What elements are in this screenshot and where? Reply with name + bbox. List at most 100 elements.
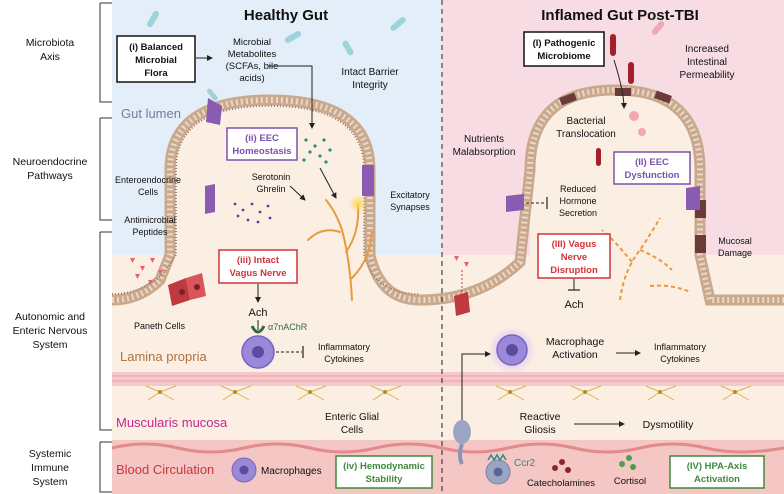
vagus-disruption-line2: Nerve [561, 252, 587, 263]
ccr2-label: Ccr2 [514, 458, 536, 469]
mucosal-damage-line2: Damage [718, 248, 752, 258]
antimicrobial-line2: Peptides [132, 227, 168, 237]
circulating-macrophage-nucleus [239, 465, 249, 475]
inflamed-eec-cell [506, 194, 524, 212]
gut-lumen-label: Gut lumen [121, 106, 181, 121]
antimicrobial-line1: Antimicrobial [124, 215, 176, 225]
glial-label-line2: Cells [341, 425, 363, 436]
recruitment-arrow [461, 351, 491, 420]
row-label-microbiota: Microbiota [26, 37, 75, 49]
excitatory-line1: Excitatory [390, 190, 430, 200]
intact-vagus-line1: (iii) Intact [237, 255, 280, 266]
row-label-systemic: Systemic [29, 448, 72, 460]
balanced-flora-line3: Flora [144, 68, 168, 79]
eec-cell-left [205, 184, 215, 214]
metabolite-arrow [319, 167, 337, 199]
hpa-axis-line1: (IV) HPA-Axis [687, 461, 748, 472]
balanced-flora-line2: Microbial [135, 55, 177, 66]
eec-label-line1: Enteroendocrine [115, 175, 181, 185]
vagus-disruption-box [537, 233, 611, 279]
permeability-line2: Intestinal [687, 57, 727, 68]
hemodynamic-box [335, 455, 433, 489]
eec-homeostasis-line1: (ii) EEC [245, 133, 279, 144]
muscularis-label: Muscularis mucosa [116, 415, 228, 430]
hemodynamic-line2: Stability [366, 474, 404, 485]
serotonin-arrow [289, 185, 306, 201]
pathogenic-bacteria [596, 21, 665, 166]
transmigrating-monocyte [453, 420, 471, 444]
ccr2-receptor-icon [487, 453, 507, 462]
balanced-flora-box [116, 35, 196, 83]
eec-cell-top [206, 98, 222, 125]
macrophage-activation-line1: Macrophage [546, 336, 605, 348]
gliosis-line2: Gliosis [524, 424, 556, 436]
activated-macrophage-nucleus [506, 344, 518, 356]
inflamed-peptides [454, 256, 469, 267]
blood-circulation-label: Blood Circulation [116, 462, 214, 477]
metabolites-line4: acids) [239, 73, 264, 84]
eec-homeostasis-box [226, 127, 298, 161]
hemodynamic-line1: (iv) Hemodynamic [343, 461, 425, 472]
metabolites-line3: (SCFAs, bile [226, 61, 279, 72]
cortisol-molecules [619, 455, 636, 470]
lamina-propria-label: Lamina propria [120, 349, 207, 364]
reduced-line1: Reduced [560, 184, 596, 194]
pathogenic-line1: (I) Pathogenic [533, 38, 596, 49]
paneth-cells [168, 273, 206, 306]
mucosal-damage-line1: Mucosal [718, 236, 752, 246]
nutrients-line2: Malabsorption [453, 147, 516, 158]
row-label-autonomic-3: System [32, 339, 67, 351]
glial-label-line1: Enteric Glial [325, 412, 379, 423]
epithelium-cells [111, 86, 784, 304]
inflamed-cytokines-line2: Cytokines [660, 354, 700, 364]
row-label-systemic-2: Immune [31, 462, 69, 474]
row-label-neuro: Neuroendocrine [13, 156, 88, 168]
eec-homeostasis-line2: Homeostasis [232, 146, 291, 157]
intact-vagus-box [218, 249, 298, 284]
row-labels: Microbiota Axis Neuroendocrine Pathways … [13, 37, 88, 488]
cortisol-label: Cortisol [614, 476, 646, 487]
macrophages-label: Macrophages [261, 466, 322, 477]
metabolite-particles [302, 138, 332, 164]
excitatory-line2: Synapses [390, 202, 430, 212]
eec-label-line2: Cells [138, 187, 159, 197]
synapse-glow [349, 195, 367, 213]
eec-dysfunction-box [613, 151, 691, 185]
intact-vagus-line2: Vagus Nerve [229, 268, 286, 279]
balanced-flora-line1: (i) Balanced [129, 42, 183, 53]
metabolites-line1: Microbial [233, 37, 271, 48]
enteric-glial-cells [145, 385, 752, 401]
receptor-label: α7nAChR [268, 322, 308, 332]
serotonin-label: Serotonin [252, 172, 291, 182]
healthy-title: Healthy Gut [244, 7, 328, 24]
macrophage-activation-line2: Activation [552, 349, 598, 361]
macrophage-nucleus [252, 346, 264, 358]
pathogenic-microbiome-box [523, 31, 605, 67]
ghrelin-label: Ghrelin [256, 184, 285, 194]
damaged-cells [559, 88, 706, 253]
barrier-line1: Intact Barrier [341, 67, 399, 78]
paneth-label: Paneth Cells [134, 321, 186, 331]
row-label-microbiota-2: Axis [40, 51, 60, 63]
eec-dysfunction-line2: Dysfunction [625, 170, 680, 181]
row-brackets [99, 2, 112, 493]
receptor-icon [250, 325, 266, 334]
hpa-axis-box [669, 455, 765, 489]
vagus-disruption-line1: (III) Vagus [552, 239, 597, 250]
dysmotility-label: Dysmotility [643, 419, 695, 431]
monocyte-tail [458, 443, 464, 465]
disrupted-vagus-fibers [601, 217, 691, 301]
permeability-line3: Permeability [679, 70, 734, 81]
pathogenic-line2: Microbiome [537, 51, 590, 62]
inflamed-title: Inflamed Gut Post-TBI [541, 7, 699, 24]
catecholamine-molecules [552, 459, 571, 473]
hormone-particles [233, 202, 272, 224]
row-label-systemic-3: System [32, 476, 67, 488]
row-label-autonomic: Autonomic and [15, 311, 85, 323]
permeability-line1: Increased [685, 44, 729, 55]
inflamed-eec-cell-right [686, 186, 700, 210]
nutrients-line1: Nutrients [464, 134, 504, 145]
healthy-cytokines-line1: Inflammatory [318, 342, 371, 352]
antimicrobial-peptides [130, 258, 163, 285]
